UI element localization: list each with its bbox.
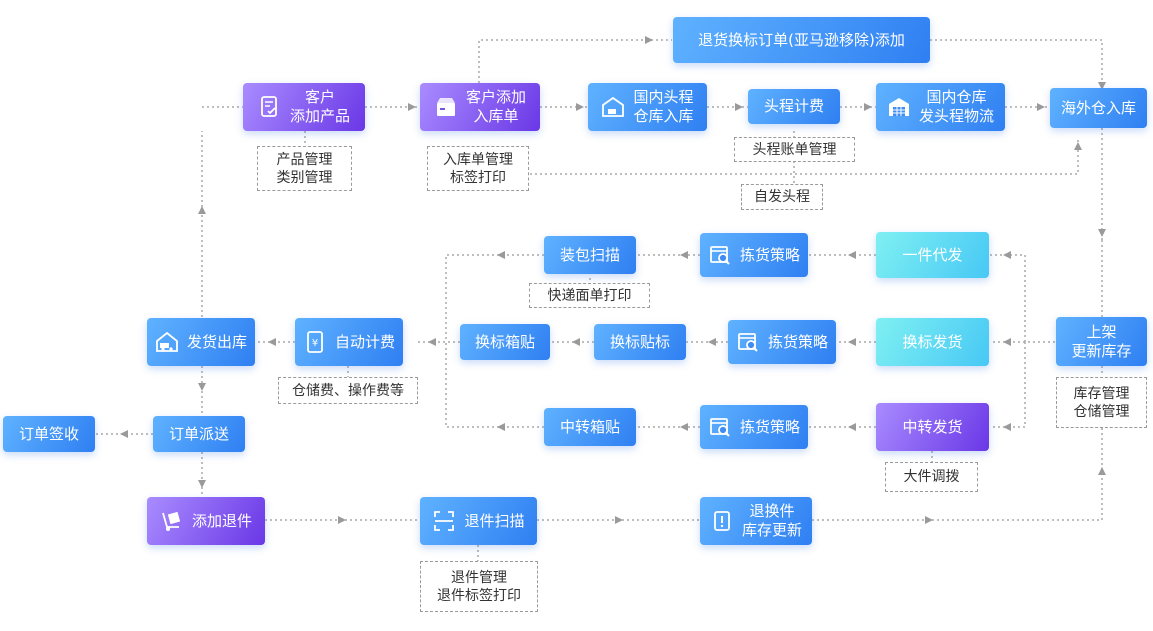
add-return-node[interactable]: 添加退件 [147,497,265,545]
connector [990,342,1026,428]
node-label: 客户 添加产品 [289,88,350,125]
transfer-box-node[interactable]: 中转箱贴 [544,408,636,446]
node-label: 客户添加 入库单 [465,88,526,125]
node-label: 中转发货 [902,417,963,436]
box-search-icon [710,418,730,437]
self-first-leg-tag: 自发头程 [741,184,823,210]
inventory-mgmt-tag: 库存管理 仓储管理 [1056,377,1147,428]
express-print-tag: 快递面单打印 [529,283,650,308]
node-label: 装包扫描 [559,245,620,264]
shelve-node[interactable]: 上架 更新库存 [1056,317,1147,366]
box-search-icon [738,333,758,352]
svg-text:¥: ¥ [312,338,318,349]
first-leg-bill-mgmt-tag: 头程账单管理 [734,137,855,162]
overseas-inbound-node[interactable]: 海外仓入库 [1050,88,1147,128]
ship-out-node[interactable]: 发货出库 [147,318,255,366]
connector [530,140,1079,175]
first-leg-billing-node[interactable]: 头程计费 [748,89,840,124]
node-label: 中转箱贴 [559,417,620,436]
node-label: 订单派送 [168,424,229,443]
return-mgmt-tag: 退件管理 退件标签打印 [420,561,538,612]
hand-truck-icon [162,511,181,531]
node-label: 发货出库 [186,332,247,351]
scan-icon [434,511,455,531]
node-label: 上架 更新库存 [1071,322,1132,360]
pack-scan-node[interactable]: 装包扫描 [544,236,636,274]
add-product-node[interactable]: 客户 添加产品 [243,83,365,131]
node-label: 国内仓库 发头程物流 [918,88,994,125]
node-label: 拣货策略 [767,332,828,351]
node-label: 换标箱贴 [474,332,535,351]
node-label: 自动计费 [334,332,395,351]
node-label: 退件扫描 [464,511,525,530]
connector [990,254,1055,343]
warehouse-truck-icon [602,96,625,117]
warehouse-icon [888,98,909,116]
node-label: 国内头程 仓库入库 [633,88,694,125]
node-label: 拣货策略 [739,417,800,436]
exclamation-doc-icon [714,511,730,531]
node-label: 退换件 库存更新 [741,502,802,539]
domestic-warehouse-node[interactable]: 国内仓库 发头程物流 [876,83,1005,131]
one-piece-dropship-node[interactable]: 一件代发 [876,232,989,278]
order-signed-node[interactable]: 订单签收 [3,416,95,452]
node-label: 海外仓入库 [1060,98,1136,117]
product-mgmt-tag: 产品管理 类别管理 [257,146,352,191]
return-scan-node[interactable]: 退件扫描 [420,497,537,545]
auto-billing-node[interactable]: ¥ 自动计费 [295,318,403,366]
pick-strategy-node-3[interactable]: 拣货策略 [700,405,808,449]
inbound-mgmt-tag: 入库单管理 标签打印 [427,146,529,191]
add-inbound-node[interactable]: 客户添加 入库单 [420,83,540,131]
fees-tag: 仓储费、操作费等 [278,377,418,404]
bulky-transfer-tag: 大件调拨 [885,462,978,492]
box-search-icon [710,246,730,265]
node-label: 换标贴标 [609,332,670,351]
node-label: 头程计费 [763,97,824,115]
order-dispatch-node[interactable]: 订单派送 [153,416,245,452]
relabel-box-node[interactable]: 换标箱贴 [460,324,550,360]
node-label: 添加退件 [191,511,252,530]
node-label: 订单签收 [18,424,79,443]
node-label: 换标发货 [902,332,963,351]
box-icon [436,98,455,116]
truck-house-icon [156,331,178,352]
transfer-ship-node[interactable]: 中转发货 [876,403,989,451]
relabel-ship-node[interactable]: 换标发货 [876,318,989,366]
pick-strategy-node-2[interactable]: 拣货策略 [728,320,836,364]
return-replace-node[interactable]: 退换件 库存更新 [700,497,812,545]
document-check-icon [261,96,277,117]
connector [930,39,1103,88]
pick-strategy-node-1[interactable]: 拣货策略 [700,233,808,277]
domestic-first-leg-node[interactable]: 国内头程 仓库入库 [588,83,707,131]
connector [478,39,672,83]
yen-phone-icon: ¥ [307,331,323,353]
node-label: 拣货策略 [739,245,800,264]
node-label: 退货换标订单(亚马逊移除)添加 [698,30,905,49]
return-relabel-order-node[interactable]: 退货换标订单(亚马逊移除)添加 [673,17,930,63]
relabel-label-node[interactable]: 换标贴标 [594,324,686,360]
node-label: 一件代发 [902,245,963,264]
